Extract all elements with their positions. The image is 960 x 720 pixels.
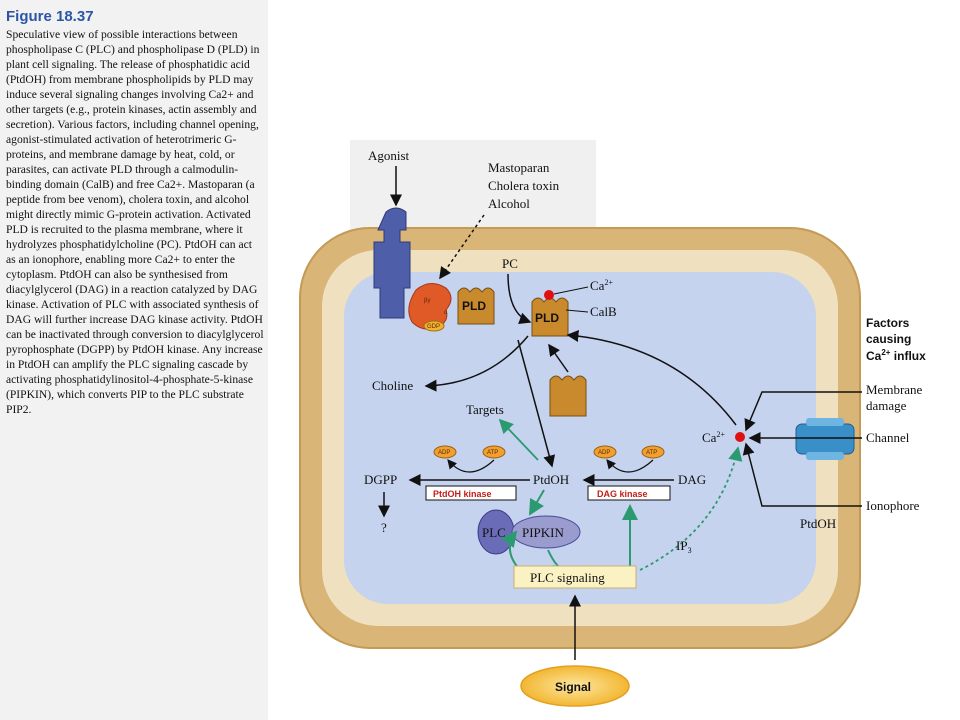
membrane-damage-arrow	[744, 391, 862, 432]
ca-bound-dot	[544, 290, 554, 300]
ptdoh-kinase-label: PtdOH kinase	[433, 489, 492, 499]
pld-to-ptdoh-arrow	[517, 339, 556, 468]
dgpp-unknown-label: ?	[381, 520, 387, 535]
channel-label: Channel	[866, 430, 910, 445]
ptdoh-to-pipkin-arrow	[528, 489, 545, 516]
dag-label: DAG	[678, 472, 706, 487]
ca-free-dot	[735, 432, 745, 442]
ca-free-label: Ca2+	[702, 430, 725, 445]
atp-right	[641, 445, 665, 459]
ionophore-arrow	[742, 442, 862, 507]
mimic-label-3: Alcohol	[488, 196, 530, 211]
g-alpha-label: α	[444, 310, 448, 316]
choline-label: Choline	[372, 378, 413, 393]
figure-title: Figure 18.37	[6, 8, 94, 25]
dgpp-label: DGPP	[364, 472, 397, 487]
pld-active: PLD	[531, 290, 569, 337]
ip3-label: IP3	[676, 538, 692, 555]
g-protein: βγ α GDP	[408, 283, 452, 332]
caption-column: Figure 18.37 Speculative view of possibl…	[0, 0, 268, 720]
adp-left-label: ADP	[438, 450, 450, 456]
ptdoh-kinase-box	[425, 485, 517, 501]
atp-left-label: ATP	[487, 450, 498, 456]
atp-right-label: ATP	[646, 450, 657, 456]
factors-line-1: Factors	[866, 316, 910, 330]
g-beta-gamma-label: βγ	[424, 298, 430, 304]
adp-right	[593, 445, 617, 459]
pc-arrow	[507, 273, 532, 325]
factors-line-3: Ca2+ influx	[866, 348, 926, 363]
membrane-damage-line-1: Membrane	[866, 382, 923, 397]
dag-kinase-box	[587, 485, 671, 501]
ptdoh-membrane-label: PtdOH	[800, 516, 836, 531]
ionophore-label: Ionophore	[866, 498, 920, 513]
ca-bound-label: Ca2+	[590, 278, 613, 293]
plc-label: PLC	[482, 525, 506, 540]
cytoplasm	[344, 272, 816, 604]
pld-membrane-label: PLD	[462, 299, 486, 313]
signal-burst	[520, 665, 630, 707]
figure-caption: Speculative view of possible interaction…	[6, 28, 264, 416]
pc-label: PC	[502, 256, 518, 271]
signal-label: Signal	[555, 680, 591, 694]
pld-recruit-arrow	[548, 343, 569, 373]
pld-inactive	[549, 375, 587, 417]
receptor	[373, 207, 411, 319]
mimic-label-2: Cholera toxin	[488, 178, 560, 193]
adp-left	[433, 445, 457, 459]
targets-arrow	[498, 418, 539, 461]
mimic-arrow	[439, 214, 485, 280]
pld-active-label: PLD	[535, 311, 559, 325]
ip3-to-ca-arrow	[639, 446, 743, 571]
atp-left	[482, 445, 506, 459]
dag-kinase-label: DAG kinase	[597, 489, 648, 499]
gdp-label: GDP	[427, 324, 440, 330]
agonist-label: Agonist	[368, 148, 410, 163]
ptdoh-label: PtdOH	[533, 472, 569, 487]
factors-line-2: causing	[866, 332, 911, 346]
ion-channel	[795, 418, 855, 460]
mimic-label-1: Mastoparan	[488, 160, 550, 175]
membrane-damage-line-2: damage	[866, 398, 907, 413]
plc-signaling-box	[513, 565, 637, 589]
calb-label: CalB	[590, 304, 617, 319]
adp-right-label: ADP	[598, 450, 610, 456]
pipkin-label: PIPKIN	[522, 525, 565, 540]
ca-to-pld-arrow	[566, 329, 737, 426]
targets-label: Targets	[466, 402, 504, 417]
plc-signaling-label: PLC signaling	[530, 570, 605, 585]
pld-membrane: PLD	[457, 287, 495, 325]
